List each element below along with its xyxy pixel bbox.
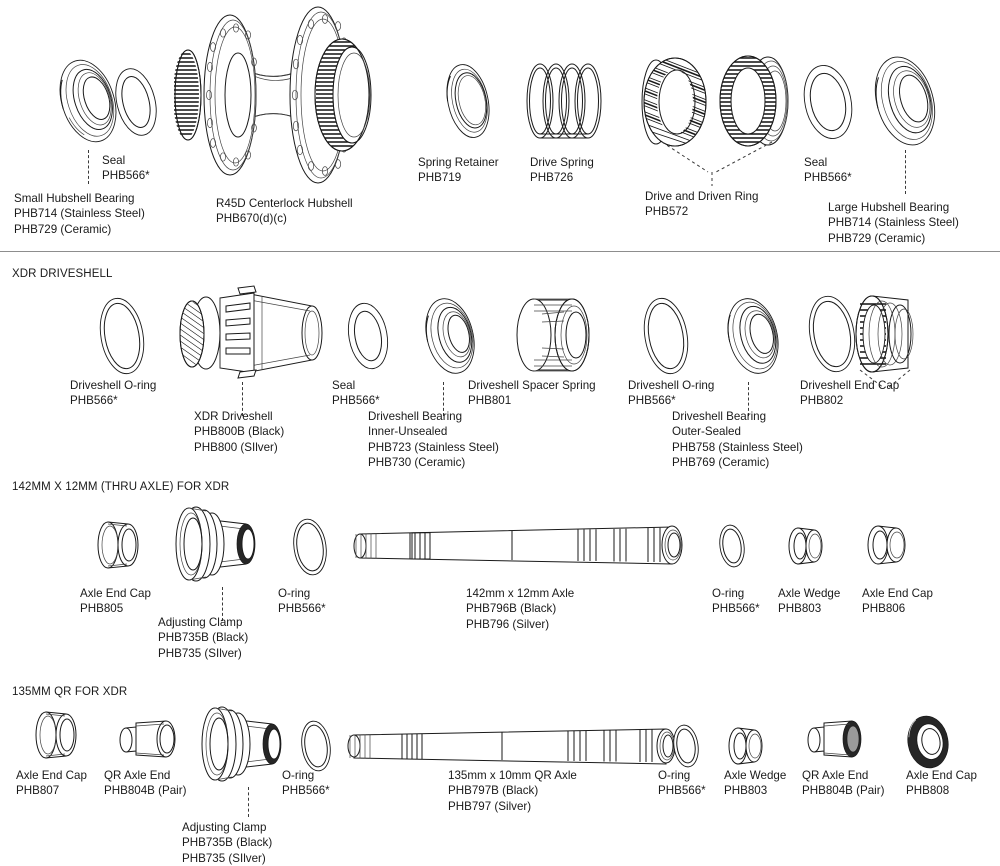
driveshell-bearing-outer-art <box>718 292 788 380</box>
label-driveshell-end-cap: Driveshell End Cap PHB802 <box>800 379 900 408</box>
label-axle-wedge-135: Axle Wedge PHB803 <box>724 769 787 798</box>
label-hubshell: R45D Centerlock Hubshell PHB670(d)(c) <box>216 197 353 226</box>
label-large-hubshell-bearing: Large Hubshell Bearing PHB714 (Stainless… <box>828 201 959 245</box>
axle-135-art <box>346 716 682 778</box>
section-hubshell: Seal PHB566* Small Hubshell Bearing PHB7… <box>0 0 1000 250</box>
driveshell-o-ring-left-art <box>94 294 150 378</box>
axle-wedge-142-art <box>786 518 830 572</box>
xdr-driveshell-art <box>176 284 324 380</box>
label-driveshell-bearing-inner: Driveshell Bearing Inner-Unsealed PHB723… <box>368 410 499 470</box>
qr-axle-end-left-art <box>118 714 180 764</box>
label-adjusting-clamp-135: Adjusting Clamp PHB735B (Black) PHB735 (… <box>182 821 273 865</box>
label-axle-end-cap-808: Axle End Cap PHB808 <box>906 769 977 798</box>
axle-end-cap-808-art <box>900 712 956 772</box>
label-axle-135: 135mm x 10mm QR Axle PHB797B (Black) PHB… <box>448 769 577 813</box>
axle-end-cap-806-art <box>866 516 914 574</box>
label-driveshell-bearing-outer: Driveshell Bearing Outer-Sealed PHB758 (… <box>672 410 803 470</box>
hubshell-art <box>166 2 402 188</box>
label-axle-end-cap-805: Axle End Cap PHB805 <box>80 587 151 616</box>
axle-end-cap-807-art <box>34 704 86 766</box>
section-divider-1 <box>0 251 1000 252</box>
label-axle-end-cap-807: Axle End Cap PHB807 <box>16 769 87 798</box>
axle-142-art <box>352 514 688 578</box>
axle-wedge-135-art <box>726 718 770 772</box>
label-o-ring-right-135: O-ring PHB566* <box>658 769 706 798</box>
label-axle-end-cap-806: Axle End Cap PHB806 <box>862 587 933 616</box>
driveshell-end-cap-art <box>806 288 928 380</box>
seal-right-art <box>798 60 858 144</box>
label-small-hubshell-bearing: Small Hubshell Bearing PHB714 (Stainless… <box>14 192 145 236</box>
o-ring-right-142-art <box>714 522 750 570</box>
spring-retainer-art <box>442 58 494 144</box>
small-hubshell-bearing-art <box>52 52 124 150</box>
drive-driven-ring-leader <box>660 140 800 186</box>
label-seal-left: Seal PHB566* <box>102 154 150 183</box>
adjusting-clamp-135-leader <box>248 787 249 817</box>
label-seal-right: Seal PHB566* <box>804 156 852 185</box>
driveshell-seal-art <box>344 298 392 374</box>
driveshell-bearing-inner-leader <box>443 382 444 416</box>
adjusting-clamp-142-leader <box>222 587 223 621</box>
seal-left-art <box>112 62 160 142</box>
adjusting-clamp-135-art <box>201 702 290 786</box>
label-driveshell-o-ring-left: Driveshell O-ring PHB566* <box>70 379 157 408</box>
driveshell-bearing-inner-art <box>416 292 484 380</box>
section-title-qr-135: 135MM QR FOR XDR <box>12 686 128 698</box>
label-driveshell-seal: Seal PHB566* <box>332 379 380 408</box>
drive-spring-art <box>524 56 608 146</box>
o-ring-right-135-art <box>668 722 704 770</box>
label-o-ring-left-135: O-ring PHB566* <box>282 769 330 798</box>
xdr-driveshell-leader <box>242 382 243 416</box>
section-qr-135: 135MM QR FOR XDR <box>0 680 1000 865</box>
label-qr-axle-end-left: QR Axle End PHB804B (Pair) <box>104 769 187 798</box>
o-ring-left-135-art <box>296 718 336 774</box>
label-adjusting-clamp-142: Adjusting Clamp PHB735B (Black) PHB735 (… <box>158 616 249 660</box>
large-hubshell-bearing-leader <box>905 150 906 194</box>
adjusting-clamp-142-art <box>175 502 264 586</box>
label-driveshell-o-ring-right: Driveshell O-ring PHB566* <box>628 379 715 408</box>
label-spring-retainer: Spring Retainer PHB719 <box>418 156 499 185</box>
section-thru-axle-142: 142MM X 12MM (THRU AXLE) FOR XDR <box>0 474 1000 680</box>
driveshell-end-cap-leader <box>858 368 918 390</box>
qr-axle-end-right-art <box>806 714 868 766</box>
label-o-ring-left-142: O-ring PHB566* <box>278 587 326 616</box>
label-driveshell-spacer-spring: Driveshell Spacer Spring PHB801 <box>468 379 596 408</box>
label-drive-driven-ring: Drive and Driven Ring PHB572 <box>645 190 759 219</box>
o-ring-left-142-art <box>288 516 332 578</box>
driveshell-spacer-spring-art <box>512 290 604 380</box>
label-qr-axle-end-right: QR Axle End PHB804B (Pair) <box>802 769 885 798</box>
drive-driven-ring-left-art <box>634 56 712 148</box>
section-title-thru-axle-142: 142MM X 12MM (THRU AXLE) FOR XDR <box>12 481 230 493</box>
small-hubshell-bearing-leader <box>88 150 89 184</box>
large-hubshell-bearing-art <box>866 50 944 152</box>
driveshell-bearing-outer-leader <box>748 382 749 416</box>
label-axle-wedge-142: Axle Wedge PHB803 <box>778 587 841 616</box>
label-o-ring-right-142: O-ring PHB566* <box>712 587 760 616</box>
label-axle-142: 142mm x 12mm Axle PHB796B (Black) PHB796… <box>466 587 575 631</box>
driveshell-o-ring-right-art <box>638 294 694 378</box>
label-xdr-driveshell: XDR Driveshell PHB800B (Black) PHB800 (S… <box>194 410 285 454</box>
section-xdr-driveshell: XDR DRIVESHELL <box>0 252 1000 474</box>
axle-end-cap-805-art <box>96 514 148 576</box>
label-drive-spring: Drive Spring PHB726 <box>530 156 594 185</box>
drive-driven-ring-right-art <box>718 54 794 148</box>
section-title-xdr-driveshell: XDR DRIVESHELL <box>12 268 113 280</box>
